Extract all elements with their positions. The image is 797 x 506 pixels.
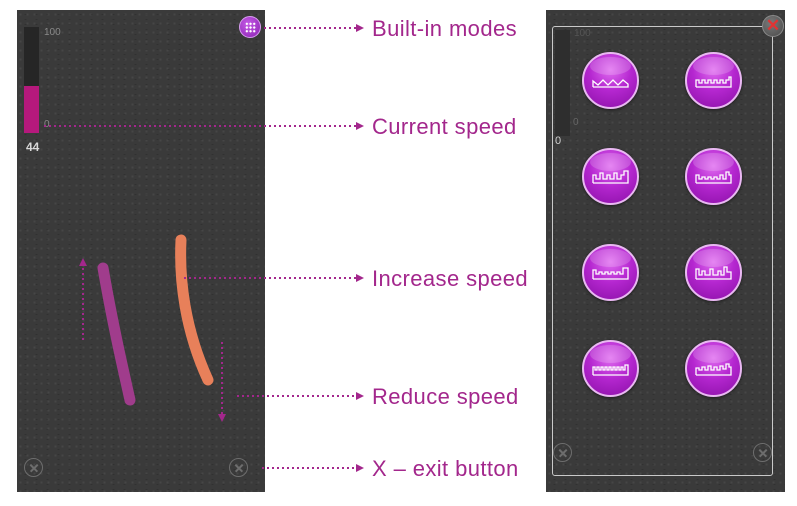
swipe-strokes — [97, 234, 214, 406]
mode-button-3[interactable] — [582, 148, 639, 205]
wave-pattern-icon — [592, 79, 629, 88]
exit-button-right[interactable] — [229, 458, 248, 477]
annotation-built-in-modes: Built-in modes — [372, 16, 517, 41]
grid-icon — [245, 22, 256, 33]
close-modes-button[interactable]: ✕ — [762, 15, 784, 37]
mode-button-8[interactable] — [685, 340, 742, 397]
step-pattern-icon — [592, 170, 629, 184]
steady-pattern-icon — [695, 76, 732, 88]
modes-screen: 100 0 0 ✕ — [546, 10, 785, 492]
annotation-current-speed: Current speed — [372, 114, 517, 139]
mode-button-5[interactable] — [582, 244, 639, 301]
swipe-up-stroke — [97, 262, 136, 406]
mode-button-7[interactable] — [582, 340, 639, 397]
swipe-down-stroke — [175, 234, 214, 386]
annotation-exit-button: X – exit button — [372, 456, 519, 481]
modes-panel — [552, 26, 773, 476]
control-screen[interactable]: 100 0 44 — [17, 10, 265, 492]
mode-button-6[interactable] — [685, 244, 742, 301]
climb-pattern-icon — [695, 363, 732, 376]
speed-meter-fill — [24, 86, 39, 133]
mode-button-2[interactable] — [685, 52, 742, 109]
burst-pattern-icon — [695, 266, 732, 280]
speed-meter-min-label: 0 — [573, 117, 579, 128]
annotation-reduce-speed: Reduce speed — [372, 384, 519, 409]
speed-meter-min-label: 0 — [44, 119, 50, 130]
ramp-pattern-icon — [592, 267, 629, 280]
speed-meter — [24, 27, 39, 133]
exit-button-right[interactable] — [753, 443, 772, 462]
annotation-increase-speed: Increase speed — [372, 266, 529, 291]
exit-button-left[interactable] — [24, 458, 43, 477]
current-speed-value: 44 — [26, 140, 40, 154]
built-in-modes-button[interactable] — [239, 16, 261, 38]
mode-button-1[interactable] — [582, 52, 639, 109]
current-speed-value: 0 — [555, 135, 562, 147]
flutter-pattern-icon — [592, 364, 629, 376]
exit-button-left[interactable] — [553, 443, 572, 462]
speed-meter-background — [555, 30, 570, 136]
mode-button-4[interactable] — [685, 148, 742, 205]
speed-meter-max-label: 100 — [574, 28, 591, 39]
pulse-pattern-icon — [695, 171, 732, 184]
speed-meter-max-label: 100 — [44, 27, 61, 38]
